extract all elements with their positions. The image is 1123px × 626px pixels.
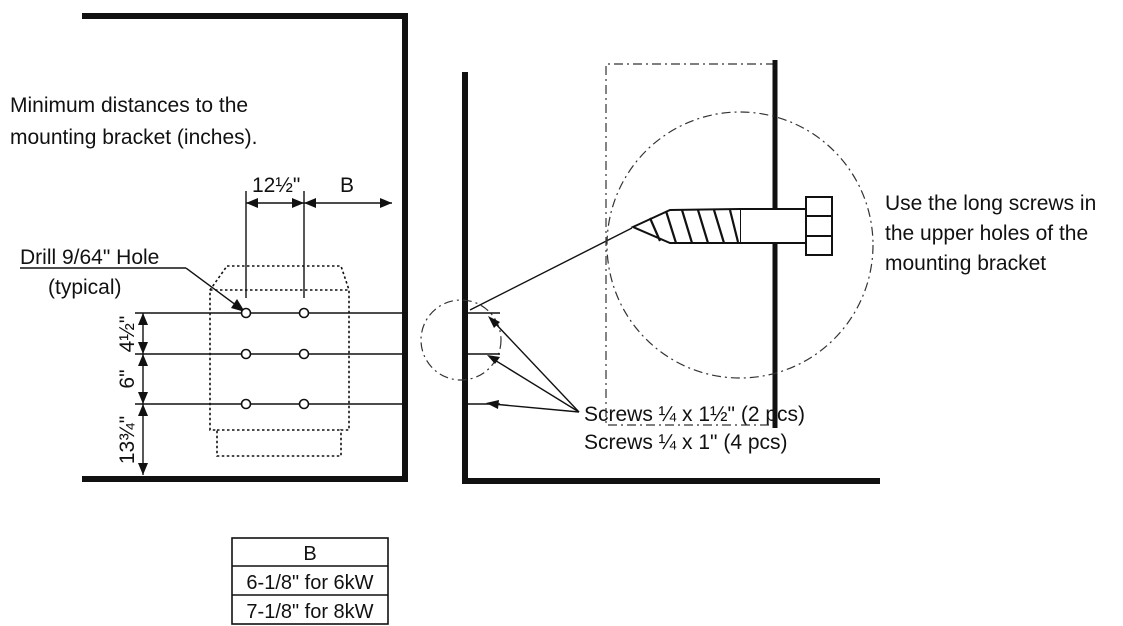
- detail-zoom-lines: [469, 227, 633, 311]
- screws-short-label: Screws ¼ x 1" (4 pcs): [584, 431, 788, 454]
- hole-row-lines: [135, 312, 406, 405]
- drill-hole-label-line1: Drill 9/64" Hole: [20, 246, 159, 269]
- screw-callout-arrows: [486, 316, 580, 413]
- screws-long-label: Screws ¼ x 1½" (2 pcs): [584, 403, 805, 426]
- mounting-hole: [240, 348, 252, 360]
- table-row: 6-1/8" for 6kW: [246, 572, 373, 594]
- mounting-hole: [298, 398, 310, 410]
- mounting-hole: [240, 398, 252, 410]
- long-screws-note-line3: mounting bracket: [885, 252, 1046, 275]
- dimension-width-b: B: [340, 174, 354, 197]
- dimension-vertical-bottom: 13¾": [116, 416, 139, 464]
- dimension-vertical-middle: 6": [116, 369, 139, 388]
- long-screws-note-line1: Use the long screws in: [885, 192, 1096, 215]
- long-screws-note-line2: the upper holes of the: [885, 222, 1088, 245]
- drill-hole-label-line2: (typical): [48, 276, 122, 299]
- dimension-vertical-top: 4½": [116, 316, 139, 353]
- detail-view: [605, 60, 874, 428]
- mounting-holes: [240, 307, 310, 410]
- dimension-width-a: 12½": [252, 174, 300, 197]
- detail-circle-small: [420, 299, 502, 381]
- center-wall-outline: [462, 72, 880, 484]
- mounting-bracket-outline: [209, 265, 350, 457]
- table-header: B: [303, 543, 316, 565]
- drill-hole-leader: [20, 267, 245, 312]
- vertical-dimension-lines: [138, 313, 148, 475]
- screw-icon: [630, 196, 833, 256]
- mounting-hole: [298, 307, 310, 319]
- table-row: 7-1/8" for 8kW: [246, 601, 373, 623]
- min-distances-line1: Minimum distances to the: [10, 94, 248, 117]
- top-dimension-lines: [245, 191, 392, 298]
- min-distances-line2: mounting bracket (inches).: [10, 126, 257, 149]
- mounting-hole: [298, 348, 310, 360]
- mounting-hole: [240, 307, 252, 319]
- dimension-b-table: B 6-1/8" for 6kW 7-1/8" for 8kW: [231, 537, 389, 625]
- left-wall-outline: [82, 13, 408, 482]
